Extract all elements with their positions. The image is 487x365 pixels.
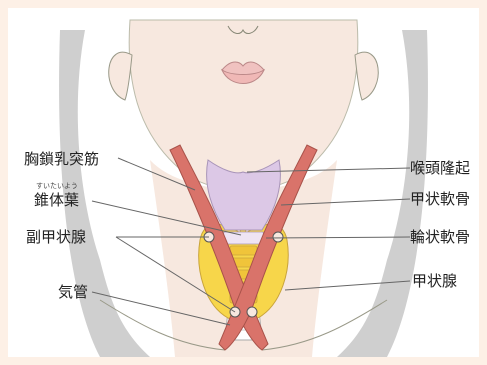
label-thyroid-gland: 甲状腺 (412, 272, 457, 290)
label-pyramidal-lobe: 錐体葉 (34, 191, 79, 209)
label-parathyroid: 副甲状腺 (26, 228, 86, 246)
label-sternocleidomastoid: 胸鎖乳突筋 (24, 150, 99, 168)
label-cricoid-cartilage: 輪状軟骨 (410, 228, 470, 246)
label-trachea: 気管 (58, 283, 88, 301)
label-laryngeal-prominence: 喉頭隆起 (410, 159, 470, 177)
label-thyroid-cartilage: 甲状軟骨 (410, 190, 470, 208)
label-pyramidal-lobe-ruby: すいたいよう (36, 182, 78, 190)
cricoid-cartilage (221, 232, 266, 244)
